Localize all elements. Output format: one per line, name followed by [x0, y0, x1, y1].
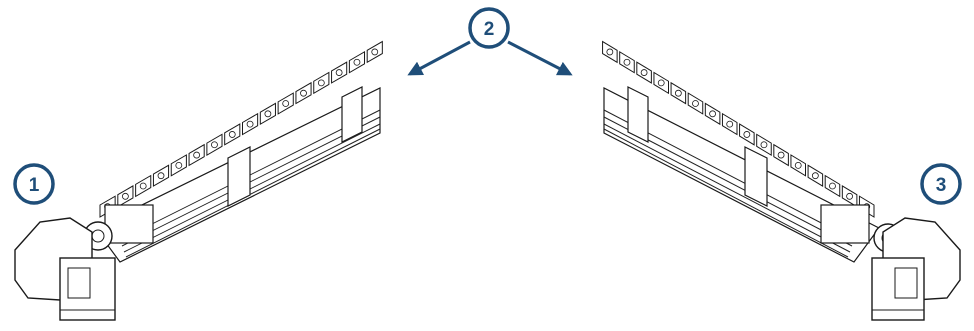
- pallet-plate-hole: [264, 110, 272, 118]
- pallet-plate: [602, 40, 618, 64]
- pallet-plate: [704, 102, 721, 126]
- right-bracket-a: [744, 146, 768, 207]
- left-drive-window: [67, 267, 91, 299]
- callout-label-3: 3: [936, 175, 947, 196]
- conveyor-module-left: [14, 40, 383, 321]
- pallet-plate-hole: [640, 69, 648, 76]
- callout-label-2: 2: [484, 19, 495, 40]
- callout-2-arrow-right: [507, 40, 573, 76]
- callout-label-1: 1: [29, 175, 40, 196]
- pallet-plate: [224, 123, 241, 146]
- pallet-plate: [739, 123, 755, 146]
- pallet-plate: [277, 92, 294, 115]
- pallet-plate-hole: [606, 48, 614, 56]
- pallet-plate: [188, 143, 205, 167]
- pallet-plate-hole: [300, 89, 307, 97]
- left-motor-housing: [104, 204, 154, 244]
- pallet-plate: [348, 50, 366, 74]
- conveyor-module-right: [602, 40, 961, 321]
- pallet-plate: [331, 61, 348, 84]
- pallet-plate: [807, 164, 824, 187]
- pallet-plate-hole: [777, 151, 785, 159]
- pallet-plate-hole: [692, 100, 699, 107]
- pallet-plate: [135, 174, 152, 198]
- right-drive-window: [894, 267, 918, 299]
- pallet-plate-hole: [829, 182, 836, 190]
- pallet-plate-hole: [709, 110, 716, 118]
- pallet-plate: [366, 40, 383, 64]
- pallet-plate-hole: [211, 141, 218, 149]
- pallet-plate-hole: [726, 120, 734, 128]
- pallet-plate-hole: [317, 79, 325, 87]
- pallet-plate: [242, 112, 259, 136]
- left-gear-hub: [91, 229, 105, 243]
- callout-marker-2: 2: [468, 7, 510, 49]
- pallet-plate: [790, 154, 806, 177]
- pallet-plate-hole: [121, 192, 129, 200]
- pallet-plate: [756, 133, 772, 157]
- pallet-plate-hole: [846, 192, 853, 200]
- callout-marker-3: 3: [920, 163, 962, 205]
- callout-2-arrow-left: [407, 40, 471, 76]
- pallet-plate-hole: [139, 182, 147, 190]
- pallet-plate: [687, 92, 704, 115]
- pallet-plate-hole: [246, 120, 254, 128]
- pallet-plate: [259, 102, 276, 126]
- left-pallet-track: [99, 40, 383, 218]
- left-bracket-b: [341, 86, 363, 143]
- pallet-plate: [636, 61, 652, 84]
- right-rail-body: [603, 87, 880, 263]
- pallet-plate: [670, 81, 687, 105]
- pallet-plate: [773, 143, 789, 167]
- pallet-plate-hole: [335, 69, 343, 76]
- pallet-plate: [619, 50, 635, 74]
- pallet-plate-hole: [674, 89, 682, 97]
- pallet-plate: [841, 185, 858, 208]
- pallet-plate-hole: [743, 131, 751, 138]
- pallet-plate-hole: [811, 172, 819, 180]
- right-bracket-b: [627, 86, 649, 143]
- pallet-plate: [313, 71, 330, 95]
- right-motor-housing: [820, 204, 870, 244]
- callout-marker-1: 1: [13, 163, 55, 205]
- pallet-plate-hole: [175, 161, 183, 169]
- pallet-plate-hole: [794, 161, 802, 169]
- pallet-plate: [721, 112, 738, 136]
- left-bracket-a: [227, 146, 251, 207]
- pallet-plate: [170, 154, 187, 177]
- pallet-plate-hole: [371, 48, 379, 56]
- right-pallet-track: [602, 40, 875, 218]
- pallet-plate-hole: [353, 58, 361, 66]
- pallet-plate-hole: [228, 131, 236, 138]
- pallet-plate: [295, 81, 312, 105]
- pallet-plate-hole: [193, 151, 201, 159]
- pallet-plate: [824, 174, 841, 198]
- pallet-plate-hole: [760, 141, 768, 149]
- pallet-plate-hole: [282, 100, 290, 107]
- pallet-plate: [653, 71, 669, 95]
- pallet-plate-hole: [157, 172, 165, 180]
- pallet-plate: [117, 185, 134, 208]
- pallet-plate-hole: [623, 58, 631, 66]
- pallet-plate: [152, 164, 170, 187]
- pallet-plate: [206, 133, 223, 156]
- pallet-plate-hole: [657, 79, 665, 87]
